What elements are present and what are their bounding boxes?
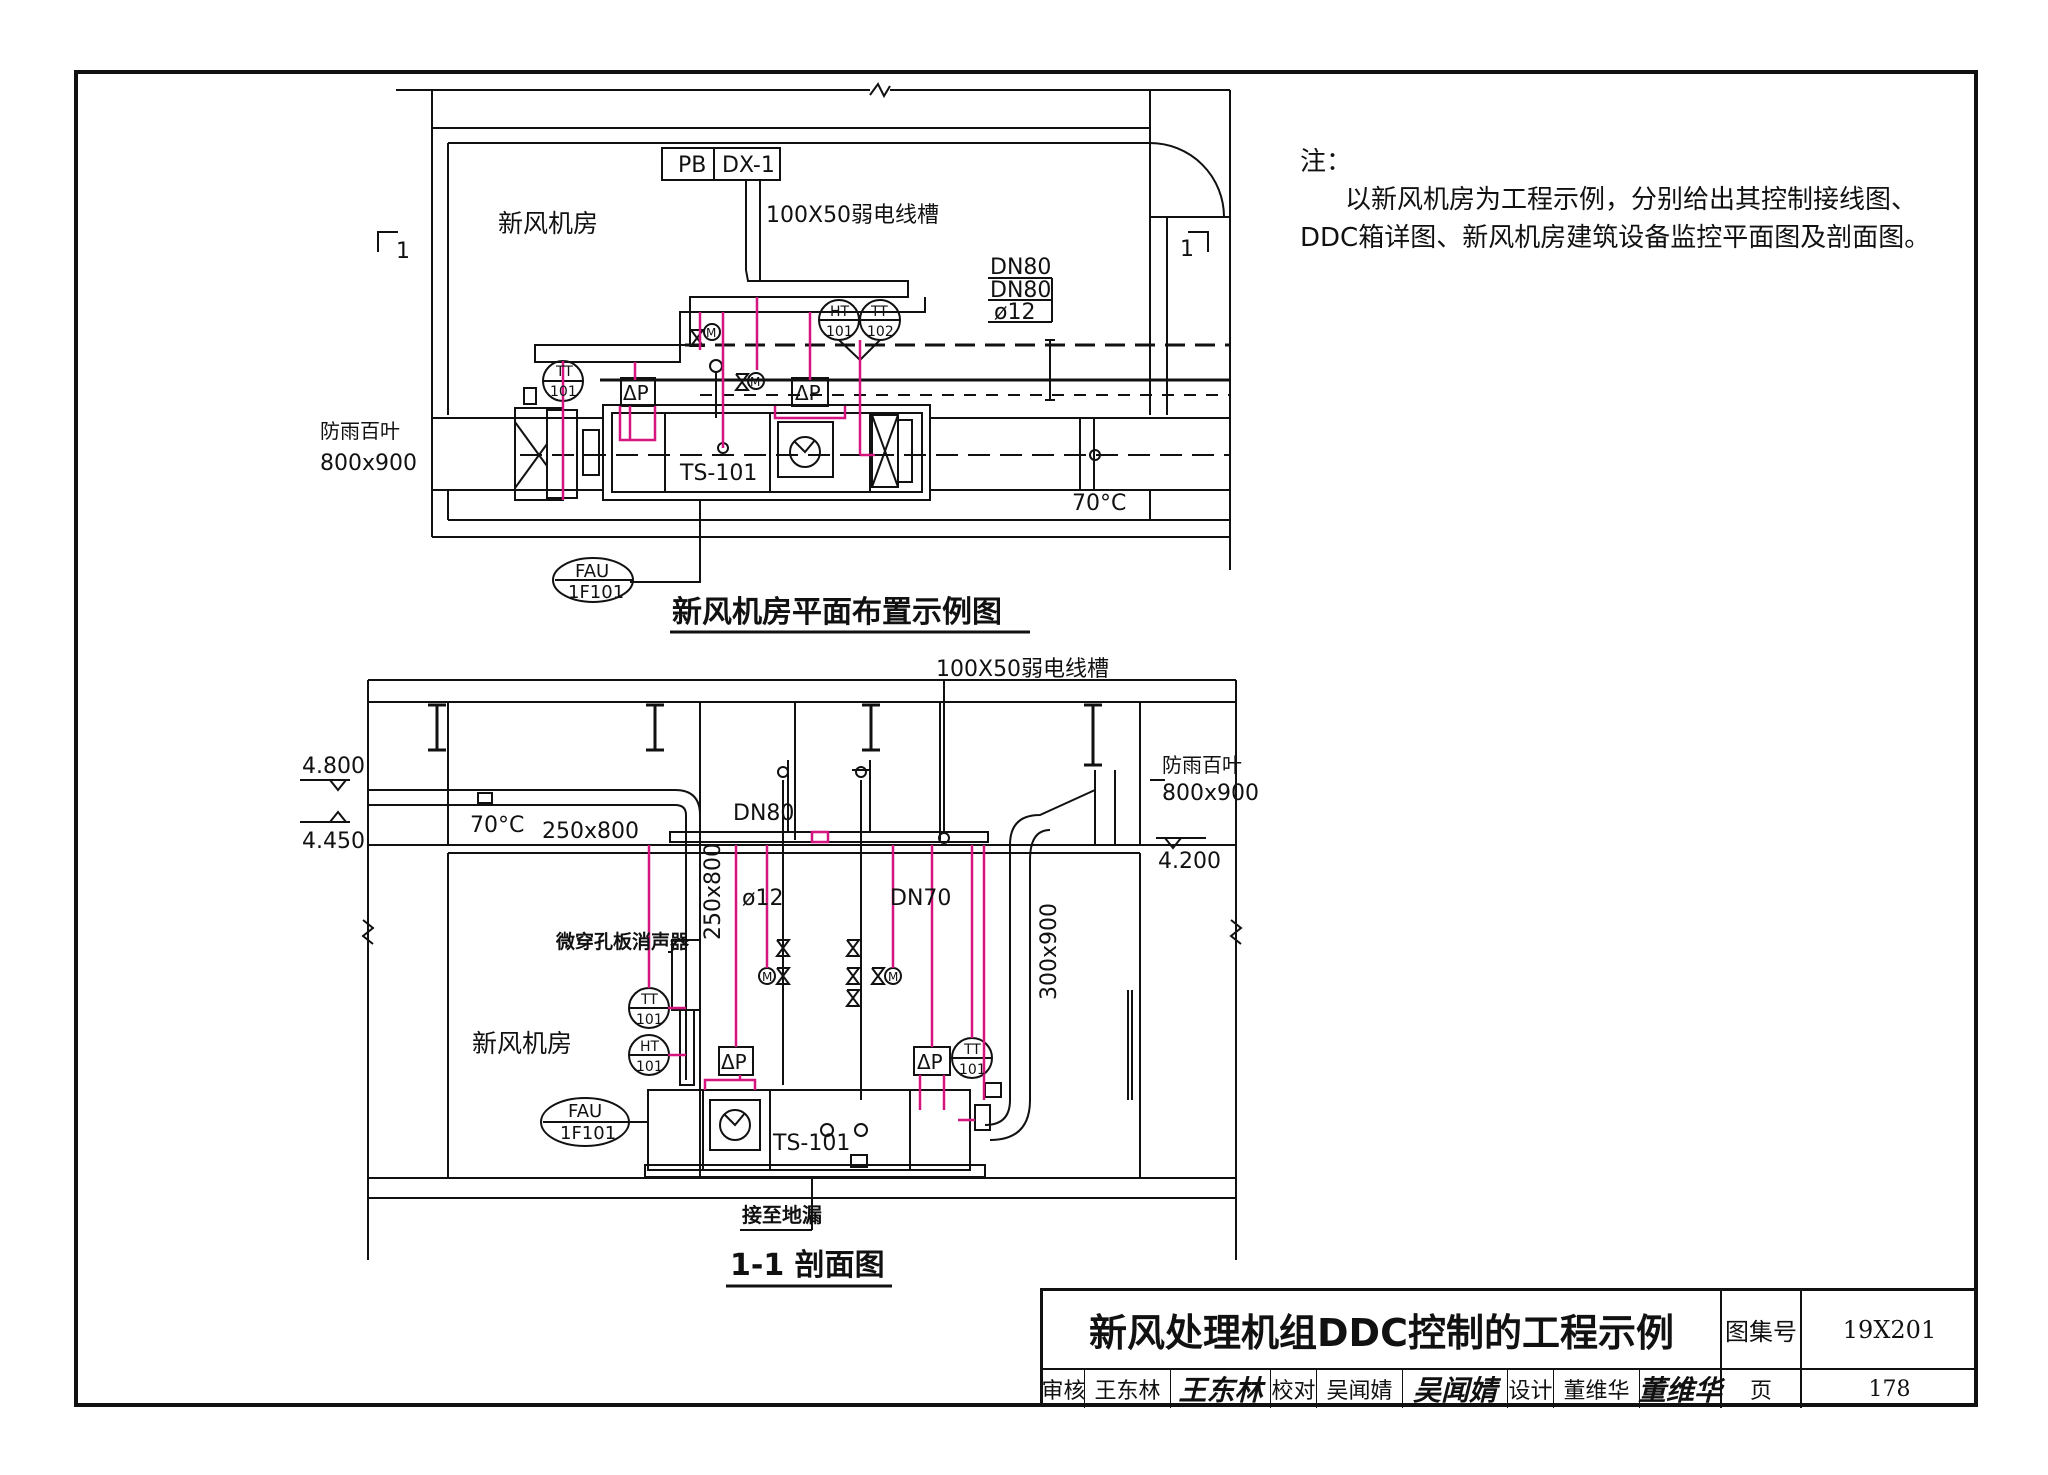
section-louver-size: 800x900: [1162, 781, 1259, 806]
plan-tt2-top: TT: [870, 304, 888, 320]
plan-temp-label: 70°C: [1072, 491, 1126, 516]
plan-louver-label: 防雨百叶: [320, 419, 400, 443]
section-ht-num: 101: [636, 1059, 663, 1075]
plan-section-mark-right: 1: [1180, 237, 1194, 262]
section-silencer-label: 微穿孔板消声器: [555, 930, 690, 953]
section-tt-num: 101: [636, 1012, 663, 1028]
section-duct-300x900: 300x900: [1037, 903, 1062, 1000]
section-tray-label: 100X50弱电线槽: [936, 657, 1109, 682]
section-motor-1: M: [762, 970, 772, 984]
sheet-frame: [74, 70, 1978, 1407]
design-name: 董维华: [1554, 1370, 1640, 1408]
notes-line-2: DDC箱详图、新风机房建筑设备监控平面图及剖面图。: [1300, 223, 1931, 253]
plan-louver-size: 800x900: [320, 451, 417, 476]
design-signature: 董维华: [1638, 1370, 1722, 1408]
section-drain-label: 接至地漏: [742, 1203, 822, 1227]
section-elev-4200: 4.200: [1158, 849, 1221, 874]
section-pipe-dn70: DN70: [890, 886, 951, 911]
section-elev-4450: 4.450: [302, 829, 365, 854]
section-labels: 100X50弱电线槽 4.800 4.450 4.200 70°C 250x80…: [302, 657, 1259, 1283]
plan-ht-num: 101: [826, 324, 853, 340]
plan-pipe-dn80-a: DN80: [990, 255, 1051, 280]
plan-fau-num: 1F101: [568, 582, 624, 603]
atlas-number: 19X201: [1802, 1291, 1977, 1370]
title-block-title: 新风处理机组DDC控制的工程示例: [1043, 1291, 1722, 1370]
section-fau-top: FAU: [568, 1101, 602, 1122]
section-duct-250x800: 250x800: [542, 819, 639, 844]
review-label: 审核: [1042, 1370, 1086, 1408]
section-motor-2: M: [888, 970, 898, 984]
section-louver-label: 防雨百叶: [1162, 753, 1242, 777]
page-label: 页: [1722, 1370, 1802, 1408]
section-temp-label: 70°C: [470, 813, 524, 838]
plan-view: [377, 82, 1231, 603]
plan-tt-top: TT: [555, 364, 573, 380]
plan-fau-top: FAU: [575, 561, 609, 582]
design-label: 设计: [1508, 1370, 1554, 1408]
plan-signal-wiring: [561, 297, 875, 500]
section-pipe-dn80: DN80: [733, 801, 794, 826]
plan-pipe-dn80-b: DN80: [990, 278, 1051, 303]
section-ht-top: HT: [640, 1039, 660, 1055]
section-signal-wiring: [647, 830, 986, 1122]
section-title: 1-1 剖面图: [730, 1248, 885, 1283]
plan-ht-top: HT: [830, 304, 850, 320]
review-signature: 王东林: [1171, 1370, 1271, 1408]
review-name: 王东林: [1085, 1370, 1171, 1408]
plan-motor-1: M: [706, 326, 716, 340]
plan-ts-label: TS-101: [679, 461, 757, 486]
section-ts-label: TS-101: [772, 1131, 850, 1156]
section-elev-4800: 4.800: [302, 754, 365, 779]
plan-dp-2: ΔP: [795, 381, 821, 405]
plan-tray-label: 100X50弱电线槽: [766, 203, 939, 228]
notes-line-1: 以新风机房为工程示例，分别给出其控制接线图、: [1345, 185, 1918, 215]
check-label: 校对: [1271, 1370, 1317, 1408]
plan-dp-1: ΔP: [623, 381, 649, 405]
plan-motor-2: M: [750, 375, 760, 389]
section-tt-right-top: TT: [963, 1042, 981, 1058]
plan-tt-num: 101: [550, 384, 577, 400]
check-name: 吴闻婧: [1317, 1370, 1403, 1408]
section-room-label: 新风机房: [472, 1029, 572, 1058]
notes: 注： 以新风机房为工程示例，分别给出其控制接线图、 DDC箱详图、新风机房建筑设…: [1300, 143, 1940, 257]
plan-title: 新风机房平面布置示例图: [672, 595, 1002, 630]
notes-heading: 注：: [1300, 147, 1353, 177]
plan-panel-dx: DX-1: [722, 153, 775, 178]
section-pipe-phi12: ø12: [742, 886, 783, 911]
title-block: 新风处理机组DDC控制的工程示例 图集号 19X201 审核 王东林 王东林 校…: [1040, 1288, 1977, 1408]
plan-panel-pb: PB: [678, 153, 706, 178]
section-dp-2: ΔP: [917, 1050, 943, 1074]
section-fau-num: 1F101: [560, 1123, 616, 1144]
atlas-label: 图集号: [1722, 1291, 1802, 1370]
check-signature: 吴闻婧: [1403, 1370, 1508, 1408]
plan-labels: 新风机房 PB DX-1 100X50弱电线槽 1 1 DN80 DN80 ø1…: [320, 153, 1194, 630]
section-tt-top: TT: [640, 992, 658, 1008]
plan-room-label: 新风机房: [498, 209, 598, 238]
section-dp-1: ΔP: [721, 1050, 747, 1074]
section-tt-right-num: 101: [959, 1062, 986, 1078]
plan-tt2-num: 102: [867, 324, 894, 340]
section-view: [300, 679, 1243, 1260]
plan-section-mark-left: 1: [396, 239, 410, 264]
section-duct-250x800-v: 250x800: [701, 843, 726, 940]
page-number: 178: [1868, 1376, 1911, 1402]
plan-pipe-phi12: ø12: [994, 300, 1035, 325]
